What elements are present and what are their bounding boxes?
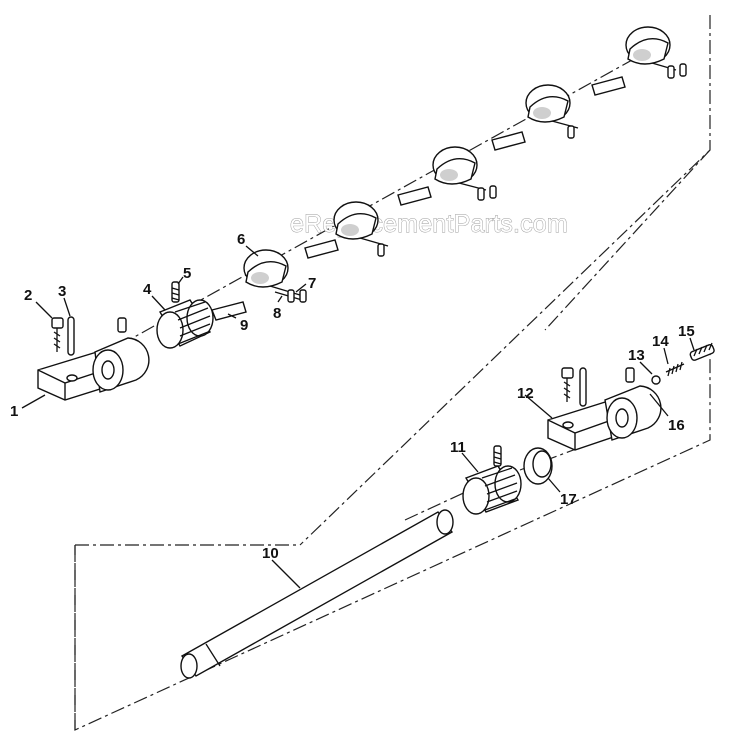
knurled-nut-right (462, 445, 522, 515)
callout-17: 17 (560, 491, 577, 508)
callout-14: 14 (652, 333, 669, 350)
holder-2 (304, 201, 389, 259)
callout-labels: 1 2 3 4 5 6 7 8 9 10 11 12 13 14 15 16 1… (10, 231, 695, 562)
callout-5: 5 (183, 265, 191, 282)
holder-4 (491, 84, 579, 151)
holder-3 (397, 146, 497, 206)
callout-4: 4 (143, 281, 152, 298)
callout-12: 12 (517, 385, 534, 402)
callout-3: 3 (58, 283, 66, 300)
callout-1: 1 (10, 403, 18, 420)
holder-1 (211, 249, 307, 321)
callout-9: 9 (240, 317, 248, 334)
leader-lines (21, 245, 695, 589)
knurled-nut-left (156, 281, 214, 349)
shaft (180, 509, 454, 679)
ring-17 (523, 447, 553, 485)
callout-16: 16 (668, 417, 685, 434)
callout-8: 8 (273, 305, 281, 322)
callout-2: 2 (24, 287, 32, 304)
assembly-boundary (74, 15, 711, 731)
callout-6: 6 (237, 231, 245, 248)
callout-10: 10 (262, 545, 279, 562)
left-bracket (37, 316, 150, 401)
lower-centerline (404, 439, 601, 521)
callout-7: 7 (308, 275, 316, 292)
right-bracket (547, 342, 715, 451)
callout-11: 11 (450, 439, 466, 456)
callout-15: 15 (678, 323, 695, 340)
callout-13: 13 (628, 347, 645, 364)
watermark-text: eReplacementParts.com (290, 210, 568, 238)
holder-5 (591, 26, 687, 96)
